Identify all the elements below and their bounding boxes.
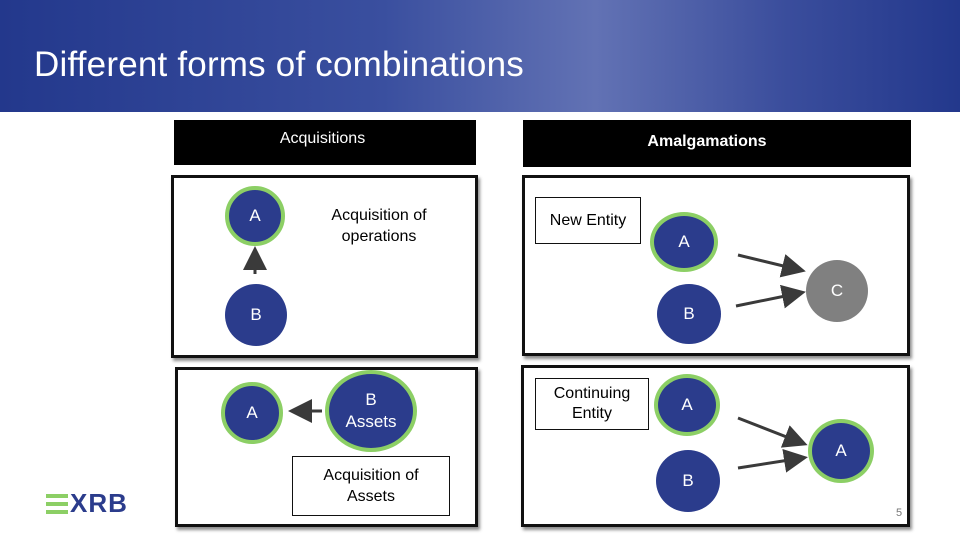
node-b-assets-label: B Assets bbox=[345, 390, 397, 431]
node-a-label: A bbox=[249, 206, 261, 225]
node-a: A bbox=[650, 212, 718, 272]
node-b-label: B bbox=[250, 305, 262, 324]
new-entity-box: New Entity bbox=[535, 197, 641, 244]
node-b: B bbox=[225, 284, 287, 346]
node-b: B bbox=[656, 450, 720, 512]
panel-acquisition-of-operations bbox=[171, 175, 478, 358]
acquisitions-header-label: Acquisitions bbox=[279, 129, 366, 147]
page-number: 5 bbox=[896, 507, 903, 519]
xrb-logo: XRB bbox=[46, 488, 150, 518]
acquisition-of-assets-label: Acquisition of Assets bbox=[323, 467, 419, 505]
node-a-label: A bbox=[678, 232, 690, 251]
acquisition-of-operations-label: Acquisition of operations bbox=[331, 207, 427, 245]
node-b-label: B bbox=[682, 471, 694, 490]
node-result-a: A bbox=[808, 419, 874, 483]
node-c: C bbox=[806, 260, 868, 322]
acquisitions-header: Acquisitions bbox=[174, 120, 476, 165]
node-b-assets: B Assets bbox=[325, 370, 417, 452]
node-result-a-label: A bbox=[835, 441, 847, 460]
arrow-b-to-c bbox=[735, 284, 806, 309]
node-a-label: A bbox=[246, 403, 258, 422]
amalgamations-header: Amalgamations bbox=[523, 120, 911, 167]
node-a: A bbox=[654, 374, 720, 436]
acquisition-of-assets-box: Acquisition of Assets bbox=[292, 456, 450, 516]
arrow-continuing-b-to-result bbox=[737, 448, 808, 473]
page-title: Different forms of combinations bbox=[34, 45, 524, 84]
amalgamations-header-label: Amalgamations bbox=[647, 132, 767, 150]
node-b: B bbox=[657, 284, 721, 344]
arrow-continuing-a-to-result bbox=[737, 416, 808, 448]
continuing-entity-box: Continuing Entity bbox=[535, 378, 649, 430]
node-a: A bbox=[221, 382, 283, 444]
title-banner: Different forms of combinations bbox=[0, 0, 960, 112]
node-b-label: B bbox=[683, 304, 695, 323]
node-a: A bbox=[225, 186, 285, 246]
node-c-label: C bbox=[830, 281, 844, 300]
node-a-label: A bbox=[681, 395, 693, 414]
continuing-entity-label: Continuing Entity bbox=[553, 385, 631, 422]
logo-text: XRB bbox=[70, 488, 128, 518]
new-entity-label: New Entity bbox=[549, 211, 627, 229]
arrow-a-to-c bbox=[737, 253, 806, 278]
